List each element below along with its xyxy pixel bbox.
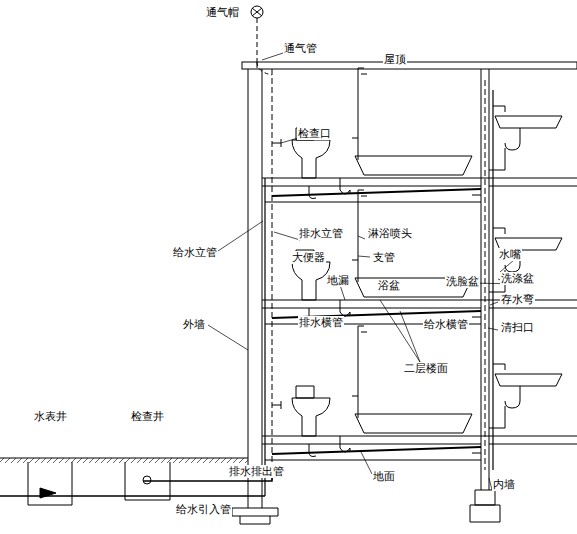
part-label: 外墙 — [182, 318, 206, 331]
cleanout — [472, 195, 481, 196]
part-label: 检查口 — [297, 127, 332, 140]
shower — [358, 190, 367, 282]
cleanout — [472, 453, 481, 454]
part-label: 淋浴喷头 — [367, 227, 413, 240]
supply-inlet-pipe — [0, 495, 265, 497]
part-label: 给水引入管 — [175, 503, 232, 516]
part-label: 水表井 — [33, 410, 68, 423]
roof-slab — [242, 62, 577, 69]
part-label: 清扫口 — [500, 321, 535, 334]
inspection-port — [272, 139, 281, 409]
inner-drain-stack — [485, 80, 486, 470]
vent-cap-cross — [252, 8, 262, 16]
floor-drain — [340, 300, 350, 316]
shower-valve — [352, 260, 358, 261]
shower — [358, 326, 367, 418]
outer-wall — [248, 69, 262, 508]
toilet — [292, 398, 330, 436]
vent-pipe — [257, 18, 258, 62]
part-label: 洗脸盆 — [445, 275, 480, 288]
supply-riser — [264, 178, 265, 496]
part-label: 水嘴 — [498, 248, 522, 261]
trap-bend — [489, 128, 520, 170]
inner-footing — [470, 490, 500, 522]
faucet — [493, 364, 505, 370]
bathtub — [355, 156, 472, 175]
toilet-tank — [296, 386, 314, 398]
part-label: 地漏 — [326, 274, 350, 287]
part-label: 通气帽 — [205, 6, 240, 19]
part-label: 大便器 — [291, 251, 326, 264]
leader-lines — [208, 53, 520, 490]
vent-join — [257, 62, 272, 75]
floor-drain — [340, 178, 350, 194]
shower-valve — [352, 396, 358, 397]
drain-branch — [272, 189, 481, 196]
part-label: 二层楼面 — [403, 362, 449, 375]
part-label: 屋顶 — [383, 53, 407, 66]
ground-hatch — [0, 458, 248, 463]
part-label: 支管 — [372, 251, 396, 264]
supply-branch — [265, 202, 481, 203]
part-label: 排水立管 — [298, 227, 344, 240]
wall-footing — [232, 508, 278, 524]
meter-pit — [28, 462, 72, 505]
trap-bend — [489, 386, 520, 428]
part-label: 内墙 — [492, 478, 516, 491]
part-label: 给水立管 — [172, 246, 218, 259]
toilet — [292, 140, 330, 178]
toilet-trap — [309, 186, 316, 199]
part-label: 存水弯 — [500, 293, 535, 306]
shower — [358, 68, 367, 160]
inner-supply-riser — [492, 90, 493, 470]
inner-wall — [481, 69, 489, 490]
drain-branch — [272, 447, 481, 454]
supply-branch — [265, 460, 481, 461]
toilet — [292, 262, 330, 300]
shower-valve — [352, 138, 358, 139]
faucet — [493, 106, 505, 112]
cleanout — [472, 317, 481, 318]
part-label: 洗涤盆 — [500, 272, 535, 285]
vent-cap — [251, 6, 263, 18]
washbasin — [495, 374, 562, 386]
floor-slab — [262, 178, 577, 186]
floor-group — [262, 68, 577, 460]
part-label: 地面 — [372, 470, 396, 483]
part-label: 浴盆 — [377, 279, 401, 292]
part-label: 通气管 — [283, 42, 318, 55]
faucet — [493, 228, 505, 234]
part-label: 排水横管 — [298, 316, 344, 329]
well-pipe — [143, 476, 151, 484]
bathtub — [355, 414, 472, 433]
part-label: 给水横管 — [423, 318, 469, 331]
part-label: 排水排出管 — [228, 465, 285, 478]
washbasin — [495, 116, 562, 128]
toilet-trap — [309, 444, 316, 457]
part-label: 检查井 — [130, 410, 165, 423]
floor-drain — [340, 436, 350, 452]
floor-slab — [262, 436, 577, 444]
